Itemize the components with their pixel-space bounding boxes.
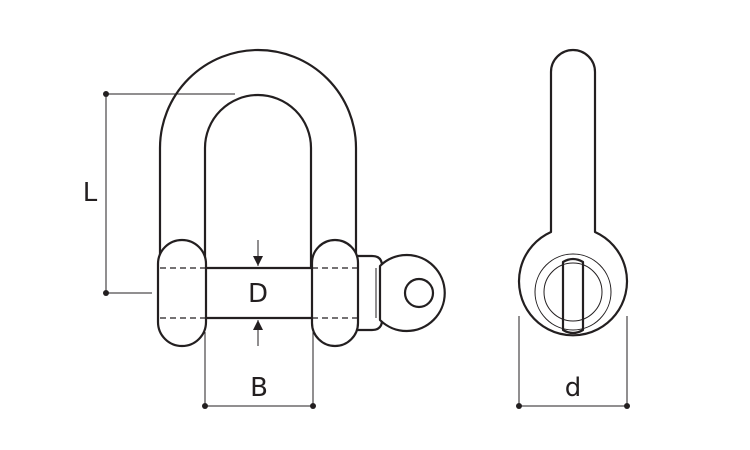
side-view-pin-bar <box>561 257 585 335</box>
pin-eye-nut <box>352 253 446 333</box>
dimension-B: B <box>202 332 316 409</box>
dimension-d: d <box>516 316 630 409</box>
shackle-front-view <box>156 48 446 348</box>
shackle-pin <box>203 266 313 320</box>
dimension-d-label: d <box>565 373 582 403</box>
dimension-L: L <box>83 91 235 296</box>
dimension-L-label: L <box>83 178 98 208</box>
side-view-pin-head-outer <box>534 253 612 331</box>
dimension-B-label: B <box>250 373 268 403</box>
shackle-bow <box>158 48 358 270</box>
shackle-left-lug <box>156 238 208 348</box>
shackle-right-lug <box>310 238 360 348</box>
dimension-D-label: D <box>248 279 268 309</box>
side-view-pin-head-inner <box>543 262 603 322</box>
shackle-side-view <box>517 48 629 337</box>
dimension-D: D <box>248 240 268 346</box>
pin-eye-hole <box>403 277 435 309</box>
side-view-outline <box>517 48 629 337</box>
